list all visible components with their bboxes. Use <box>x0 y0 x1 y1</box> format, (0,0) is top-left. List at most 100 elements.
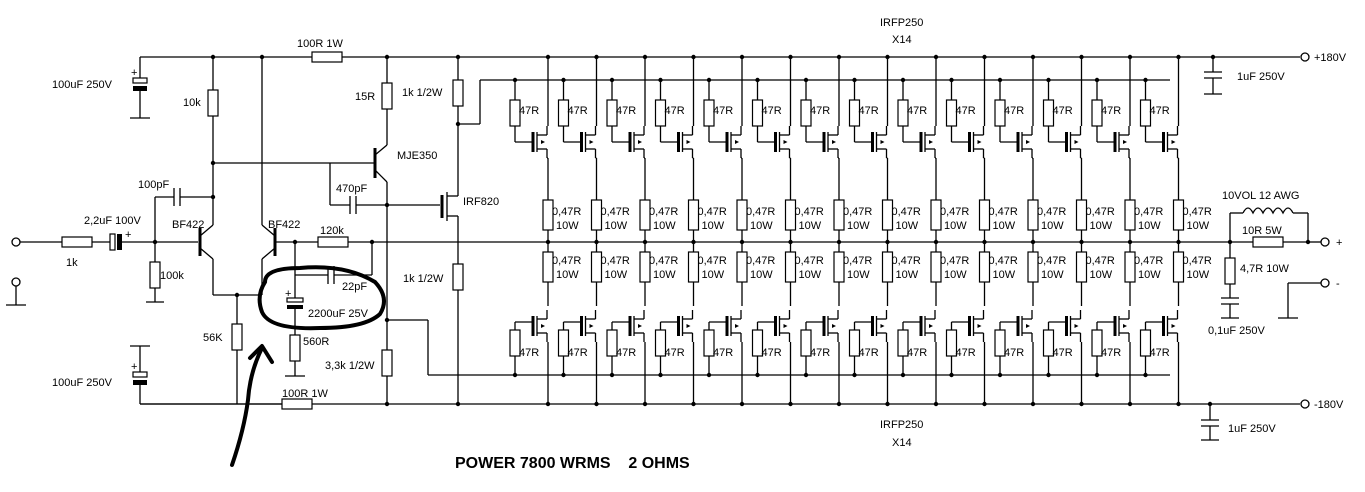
emitter-resistor-bottom-power: 10W <box>993 269 1016 281</box>
mosfet-bottom-icon <box>1065 310 1082 342</box>
emitter-resistor-top-power: 10W <box>556 220 579 232</box>
mosfet-top-icon <box>1016 126 1033 158</box>
emitter-resistor-top-value: 0,47R <box>601 206 630 218</box>
mosfet-bottom-icon <box>1113 310 1130 342</box>
capacitor-2200uf-icon <box>286 297 304 303</box>
emitter-resistor-top-power: 10W <box>1187 220 1210 232</box>
transistor-bf422-a-icon <box>198 224 214 260</box>
emitter-resistor-bottom-power: 10W <box>653 269 676 281</box>
mosfet-bottom-icon <box>968 310 985 342</box>
label-56k: 56K <box>203 332 223 344</box>
gate-resistor-top-label: 47R <box>1053 105 1073 117</box>
resistor-100r-1w-top <box>311 51 343 63</box>
input-stage: + <box>6 229 198 306</box>
label-100r-bottom: 100R 1W <box>282 388 328 400</box>
ground-terminal-icon[interactable] <box>11 277 21 287</box>
emitter-resistor-top-power: 10W <box>750 220 773 232</box>
label-100r-top: 100R 1W <box>297 38 343 50</box>
emitter-resistor-bottom-value: 0,47R <box>1037 255 1066 267</box>
emitter-resistor-bottom-power: 10W <box>1138 269 1161 281</box>
emitter-resistor-top-value: 0,47R <box>795 206 824 218</box>
label-2200uf: 2200uF 25V <box>308 308 369 320</box>
resistor-15r <box>381 82 393 110</box>
gate-resistor-top-label: 47R <box>956 105 976 117</box>
label-bottom-count: X14 <box>892 437 912 449</box>
emitter-resistor-bottom-power: 10W <box>605 269 628 281</box>
emitter-resistor-top-value: 0,47R <box>843 206 872 218</box>
gate-resistor-top-label: 47R <box>762 105 782 117</box>
svg-text:+: + <box>285 288 291 300</box>
label-mje350: MJE350 <box>397 150 437 162</box>
emitter-resistor-bottom-value: 0,47R <box>1086 255 1115 267</box>
label-c-input: 2,2uF 100V <box>84 215 142 227</box>
gate-resistor-bottom-label: 47R <box>859 347 879 359</box>
emitter-resistor-bottom-power: 10W <box>750 269 773 281</box>
rail-cap-positive <box>1204 54 1222 95</box>
input-terminal-icon[interactable] <box>11 237 21 247</box>
mosfet-top-icon <box>1065 126 1082 158</box>
gate-resistor-bottom-label: 47R <box>713 347 733 359</box>
label-coil: 10VOL 12 AWG <box>1222 190 1299 202</box>
emitter-resistor-bottom-value: 0,47R <box>795 255 824 267</box>
gate-resistor-top-label: 47R <box>713 105 733 117</box>
positive-rail-terminal-icon[interactable] <box>1300 52 1310 62</box>
emitter-resistor-bottom-power: 10W <box>1041 269 1064 281</box>
label-120k: 120k <box>320 225 344 237</box>
resistor-3k3 <box>381 349 393 377</box>
zobel-network <box>1221 242 1239 319</box>
emitter-resistor-bottom-value: 0,47R <box>649 255 678 267</box>
emitter-resistor-bottom-power: 10W <box>1090 269 1113 281</box>
resistor-10r-5w <box>1252 236 1284 248</box>
mosfet-top-icon <box>774 126 791 158</box>
output-minus-terminal-icon[interactable] <box>1320 278 1330 288</box>
resistor-10k <box>207 89 219 117</box>
mosfet-bottom-icon <box>531 310 548 342</box>
resistor-100r-1w-bottom <box>281 398 313 410</box>
mosfet-top-icon <box>677 126 694 158</box>
gate-resistor-bottom-label: 47R <box>762 347 782 359</box>
label-470pf: 470pF <box>336 183 367 195</box>
output-plus-terminal-icon[interactable] <box>1320 237 1330 247</box>
mosfet-top-icon <box>725 126 742 158</box>
arrow-icon <box>230 346 264 467</box>
label-zobel-cap: 0,1uF 250V <box>1208 325 1266 337</box>
gate-resistor-bottom-label: 47R <box>907 347 927 359</box>
emitter-resistor-top-value: 0,47R <box>1183 206 1212 218</box>
label-rail-cap-neg: 1uF 250V <box>1228 423 1276 435</box>
gate-resistor-top-label: 47R <box>810 105 830 117</box>
emitter-resistor-bottom-value: 0,47R <box>940 255 969 267</box>
emitter-resistor-bottom-value: 0,47R <box>746 255 775 267</box>
gate-resistor-top-label: 47R <box>568 105 588 117</box>
emitter-resistor-bottom-power: 10W <box>1187 269 1210 281</box>
mosfet-bottom-icon <box>919 310 936 342</box>
page-title: POWER 7800 WRMS 2 OHMS <box>455 455 690 472</box>
supply-cap-negative: + <box>130 345 150 404</box>
emitter-resistor-bottom-power: 10W <box>896 269 919 281</box>
svg-text:+: + <box>125 229 131 241</box>
feedback-resistor-120k <box>317 236 349 248</box>
output-minus <box>1278 278 1330 319</box>
emitter-resistor-top-value: 0,47R <box>1037 206 1066 218</box>
negative-rail-terminal-icon[interactable] <box>1300 399 1310 409</box>
mosfet-top-icon <box>580 126 597 158</box>
gate-resistor-bottom-label: 47R <box>956 347 976 359</box>
label-pos-rail: +180V <box>1314 52 1347 64</box>
label-bottom-part: IRFP250 <box>880 419 923 431</box>
mosfet-bottom-icon <box>774 310 791 342</box>
emitter-resistor-bottom-power: 10W <box>702 269 725 281</box>
mosfet-top-icon <box>628 126 645 158</box>
input-resistor-1k <box>61 236 93 248</box>
emitter-resistor-bottom-value: 0,47R <box>552 255 581 267</box>
mosfet-bottom-icon <box>628 310 645 342</box>
output-coil-icon <box>1227 207 1311 245</box>
output-channel: 47R 0,47R 10W 0,47R 10W 47R <box>751 54 824 407</box>
mosfet-bottom-icon <box>871 310 888 342</box>
emitter-resistor-bottom-power: 10W <box>847 269 870 281</box>
